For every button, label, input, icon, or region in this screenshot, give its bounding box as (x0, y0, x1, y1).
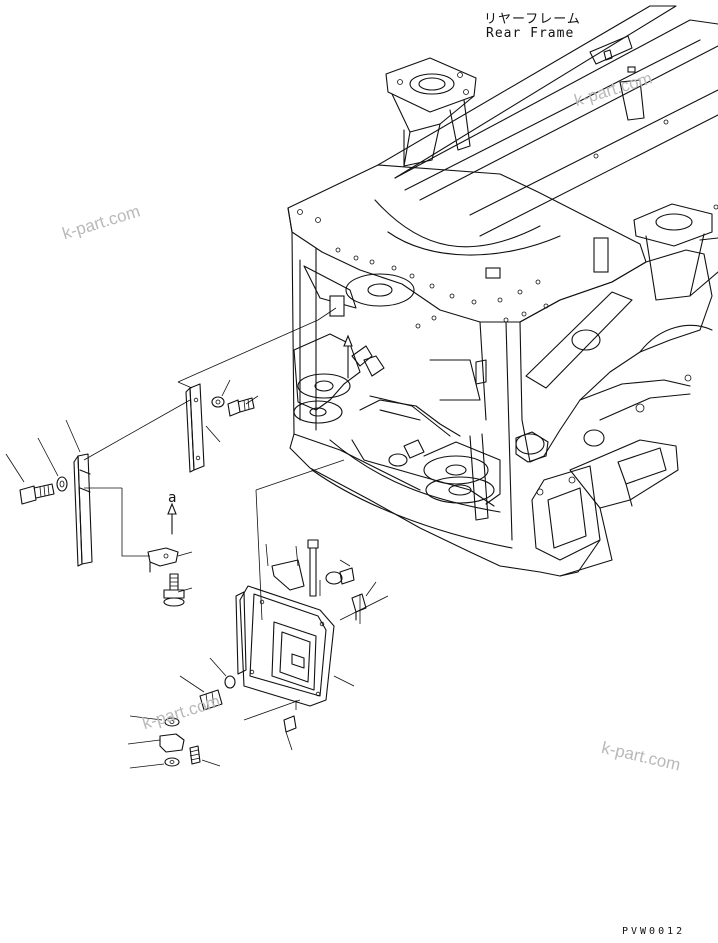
title-english: Rear Frame (486, 26, 575, 41)
title-japanese: リヤーフレーム (484, 12, 581, 27)
leader-lines (83, 307, 389, 721)
right-tower (633, 203, 718, 301)
left-bracket-strap (185, 383, 205, 473)
bolt-upper (211, 396, 255, 417)
long-pin (307, 539, 319, 597)
clip-bracket (147, 547, 179, 573)
cover-plate (235, 585, 335, 707)
drawing-code: PVW0012 (622, 926, 686, 937)
spring-clip (271, 559, 305, 591)
tower-mount (385, 57, 477, 167)
frame-side-plate (519, 249, 713, 463)
hinge-brackets (293, 265, 549, 505)
left-long-strap (73, 453, 93, 567)
frame-rails (377, 5, 718, 237)
part-leaders (5, 379, 377, 769)
lower-parts (159, 717, 201, 767)
bolt-cover (325, 567, 355, 585)
callout-arrows (167, 334, 353, 535)
small-screws (199, 675, 297, 733)
bolt-vertical (163, 573, 185, 607)
bolt-left (19, 483, 55, 505)
washer-left (56, 476, 68, 492)
small-block (351, 593, 367, 621)
rear-block (515, 429, 679, 577)
frame-front-box (287, 207, 601, 577)
callout-letter: a (168, 490, 177, 506)
